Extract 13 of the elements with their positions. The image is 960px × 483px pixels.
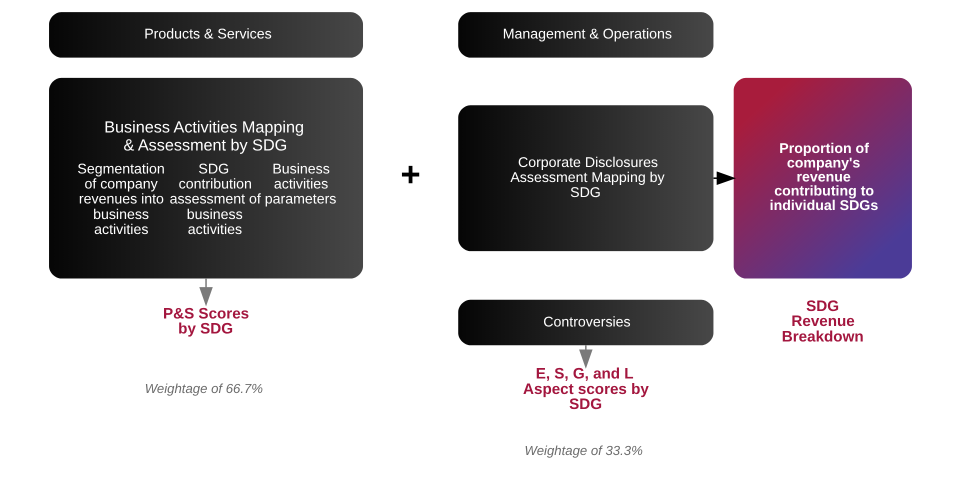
node-label: SDG Revenue Breakdown	[781, 298, 864, 346]
arrow	[198, 278, 212, 306]
node-box: Business Activities Mapping & Assessment by SDG Segmentation of company revenues into business activities SDG contribution assessment of business activities Business activities parameters	[48, 78, 363, 278]
node-box: Management & Operations	[458, 12, 713, 58]
node-text: P&S Scores by SDG	[162, 305, 249, 338]
node-box: Controversies	[458, 300, 713, 346]
node-label: Weightage of 66.7%	[144, 380, 263, 396]
node-box: Corporate Disclosures Assessment Mapping by SDG	[458, 105, 713, 252]
node-text: E, S, G, and L Aspect scores by SDG	[522, 366, 648, 414]
node-box: Proportion of company's revenue contributing to individual SDGs	[733, 78, 912, 278]
node-label: Weightage of 33.3%	[524, 443, 642, 458]
node-box: Products & Services	[48, 12, 363, 58]
label: +	[400, 156, 420, 194]
